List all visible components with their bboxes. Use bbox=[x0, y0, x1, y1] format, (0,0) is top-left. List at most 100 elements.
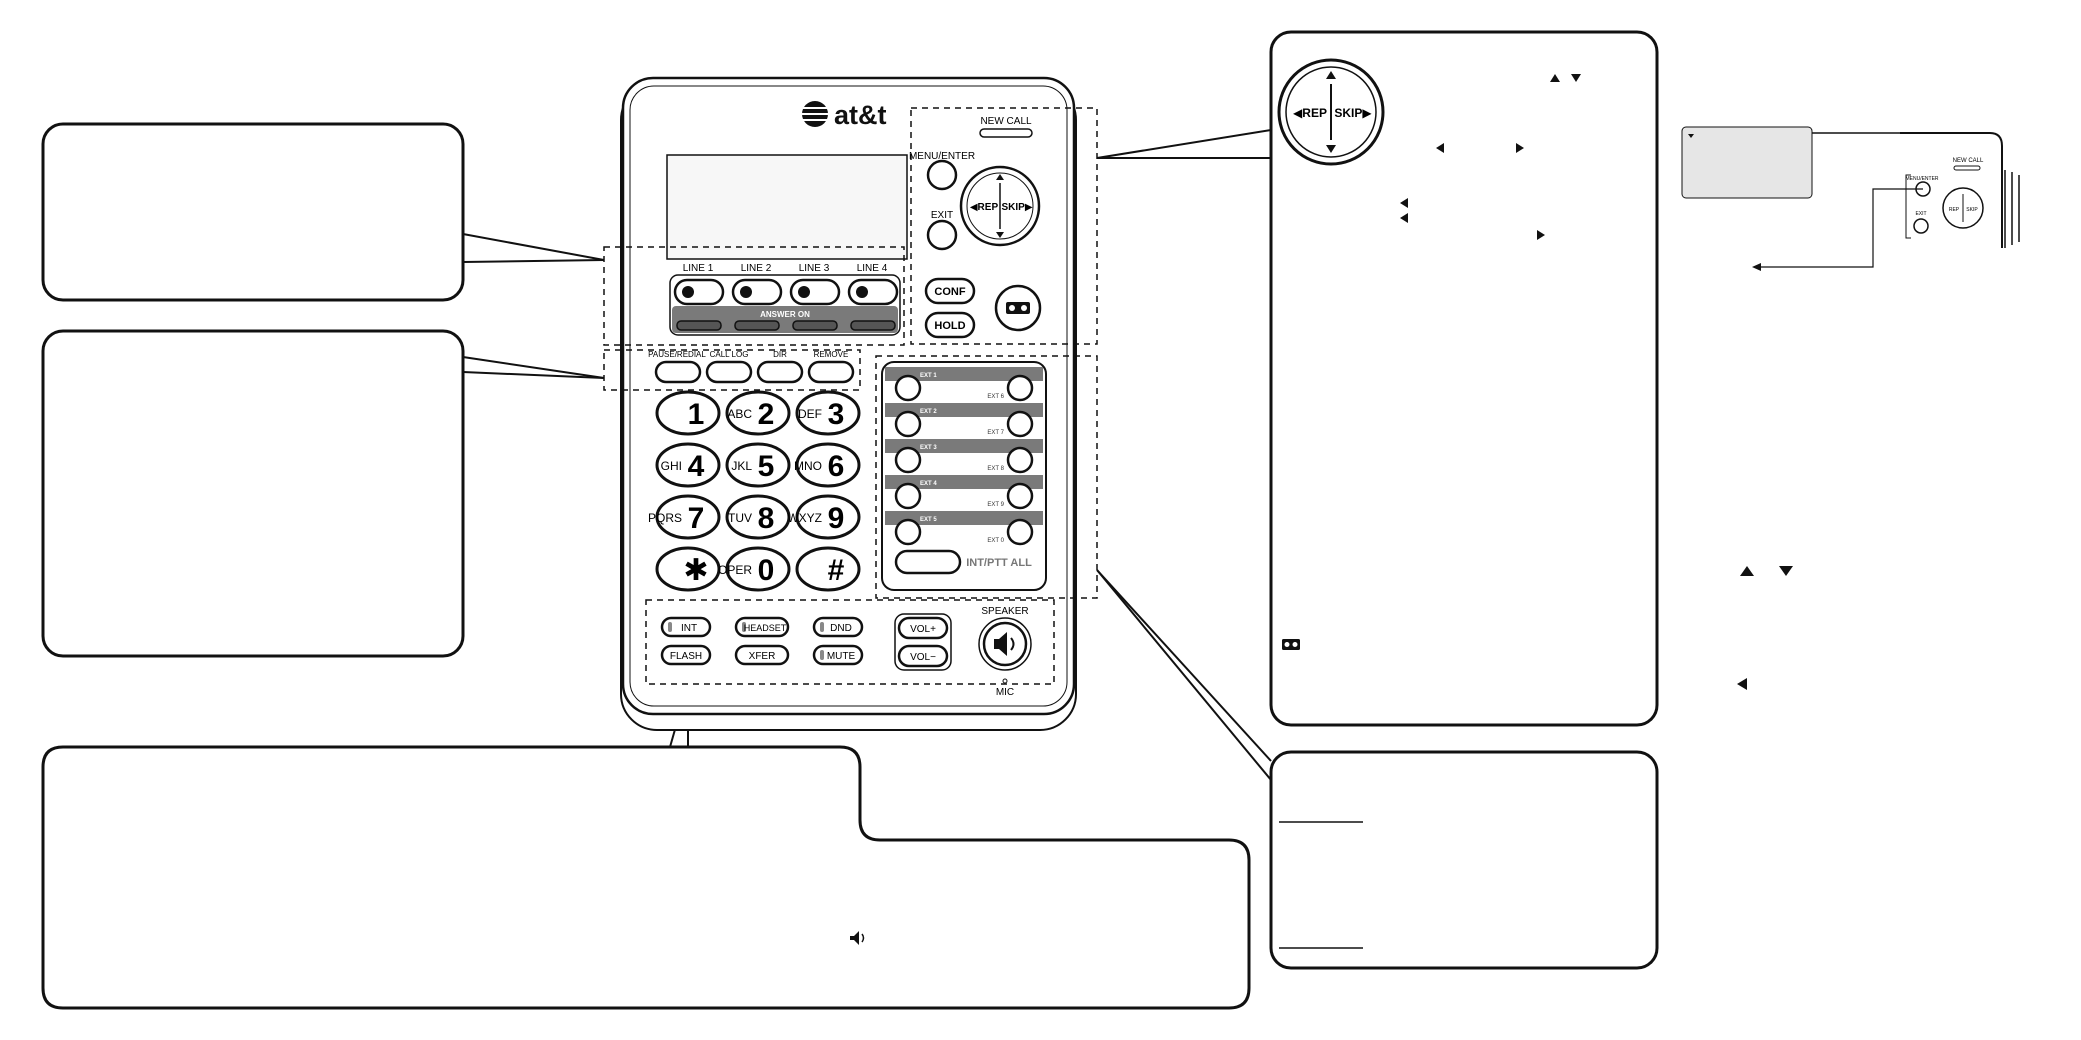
headset-label: HEADSET bbox=[744, 623, 787, 633]
inset-nav-pad: REP SKIP bbox=[1942, 187, 1984, 229]
call-log-button[interactable] bbox=[705, 360, 753, 384]
key-8-letters: TUV bbox=[728, 511, 752, 525]
key-5-digit: 5 bbox=[758, 450, 775, 483]
display-screen bbox=[666, 154, 908, 260]
xfer-label: XFER bbox=[749, 651, 776, 662]
ext-8-button[interactable] bbox=[1006, 446, 1034, 474]
answer-on-2-button[interactable] bbox=[734, 320, 780, 331]
flash-button[interactable]: FLASH bbox=[660, 644, 712, 666]
mic-hole bbox=[1002, 678, 1008, 684]
ext-left-labels: EXT 1 EXT 2 EXT 3 EXT 4 EXT 5 bbox=[920, 373, 937, 523]
dnd-button[interactable]: DND bbox=[812, 616, 864, 638]
hold-button[interactable] bbox=[924, 311, 976, 339]
inset-new-call-label: NEW CALL bbox=[1953, 158, 1984, 164]
pause-redial-label: PAUSE/REDIAL bbox=[648, 350, 706, 359]
inset-bracket bbox=[1905, 174, 1911, 239]
bottom-function-buttons: INT HEADSET DND FLASH XFER MUTE VOL+ bbox=[660, 606, 1032, 698]
key-0-digit: 0 bbox=[758, 554, 775, 587]
inline-down-arrow-icon bbox=[1571, 74, 1581, 82]
ext-0-button[interactable] bbox=[1006, 518, 1034, 546]
ext-5-label: EXT 5 bbox=[920, 517, 937, 523]
key-pound-digit: # bbox=[828, 554, 845, 587]
key-8[interactable]: TUV 8 bbox=[725, 494, 791, 540]
line-3-button[interactable] bbox=[789, 278, 841, 306]
down-arrow-icon bbox=[1779, 566, 1793, 576]
int-ptt-all-button[interactable] bbox=[894, 549, 962, 575]
ext-3-button[interactable] bbox=[894, 446, 922, 474]
logo-text: at&t bbox=[834, 100, 887, 130]
remove-button[interactable] bbox=[807, 360, 855, 384]
answer-on-buttons[interactable] bbox=[676, 320, 896, 331]
headset-button[interactable]: HEADSET bbox=[734, 616, 790, 638]
ext-buttons bbox=[894, 374, 1034, 546]
answer-on-3-button[interactable] bbox=[792, 320, 838, 331]
dir-button[interactable] bbox=[756, 360, 804, 384]
xfer-button[interactable]: XFER bbox=[734, 644, 790, 666]
key-pound[interactable]: # bbox=[795, 546, 861, 592]
key-6-digit: 6 bbox=[828, 450, 845, 483]
line-4-label: LINE 4 bbox=[857, 263, 888, 274]
key-3[interactable]: DEF 3 bbox=[795, 390, 861, 436]
globe-icon bbox=[802, 101, 828, 127]
key-8-digit: 8 bbox=[758, 502, 775, 535]
exit-button[interactable] bbox=[926, 219, 958, 251]
vol-up-button[interactable]: VOL+ bbox=[897, 616, 949, 640]
key-6[interactable]: MNO 6 bbox=[794, 442, 861, 488]
voicemail-button[interactable] bbox=[994, 284, 1042, 332]
mute-button[interactable]: MUTE bbox=[812, 644, 864, 666]
callout-box-bottom-buttons bbox=[41, 745, 1251, 1010]
key-3-letters: DEF bbox=[798, 407, 822, 421]
ext-2-button[interactable] bbox=[894, 410, 922, 438]
mic-label: MIC bbox=[996, 687, 1014, 698]
key-2-letters: ABC bbox=[727, 407, 752, 421]
key-7[interactable]: PQRS 7 bbox=[648, 494, 721, 540]
line-4-button[interactable] bbox=[847, 278, 899, 306]
key-5[interactable]: JKL 5 bbox=[725, 442, 791, 488]
key-star[interactable]: ✱ bbox=[655, 546, 721, 592]
line-keys: LINE 1 LINE 2 LINE 3 LINE 4 ANSWER ON bbox=[669, 263, 901, 336]
key-1-digit: 1 bbox=[688, 398, 705, 431]
inline-up-arrow-icon bbox=[1550, 74, 1560, 82]
ext-4-button[interactable] bbox=[894, 482, 922, 510]
dir-label: DIR bbox=[773, 350, 787, 359]
ext-6-button[interactable] bbox=[1006, 374, 1034, 402]
line-1-label: LINE 1 bbox=[683, 263, 714, 274]
ext-1-button[interactable] bbox=[894, 374, 922, 402]
down-arrow-icon[interactable] bbox=[996, 232, 1004, 238]
int-button[interactable]: INT bbox=[660, 616, 712, 638]
key-2[interactable]: ABC 2 bbox=[725, 390, 791, 436]
menu-enter-button[interactable] bbox=[926, 159, 958, 191]
answer-on-1-button[interactable] bbox=[676, 320, 722, 331]
navigation-pad[interactable]: ◀REP SKIP▶ bbox=[959, 165, 1041, 247]
key-0[interactable]: OPER 0 bbox=[718, 546, 791, 592]
highlight-softkeys bbox=[603, 349, 861, 391]
highlight-bottom-buttons bbox=[645, 599, 1055, 685]
mute-led bbox=[820, 650, 824, 660]
line-1-button[interactable] bbox=[673, 278, 725, 306]
pause-redial-button[interactable] bbox=[654, 360, 702, 384]
inline-right-arrow-icon bbox=[1537, 230, 1545, 240]
conf-button[interactable] bbox=[924, 277, 976, 305]
answer-on-4-button[interactable] bbox=[850, 320, 896, 331]
conf-label: CONF bbox=[934, 286, 965, 298]
intercom-bands bbox=[885, 367, 1043, 525]
new-call-indicator bbox=[979, 128, 1033, 138]
key-4[interactable]: GHI 4 bbox=[655, 442, 721, 488]
line-3-label: LINE 3 bbox=[799, 263, 830, 274]
speaker-button[interactable] bbox=[978, 617, 1032, 671]
up-arrow-icon bbox=[1740, 566, 1754, 576]
intercom-panel: EXT 1 EXT 2 EXT 3 EXT 4 EXT 5 EXT 6 EXT … bbox=[881, 361, 1047, 591]
ext-7-button[interactable] bbox=[1006, 410, 1034, 438]
headset-led bbox=[742, 622, 746, 632]
line-2-button[interactable] bbox=[731, 278, 783, 306]
callout-intercom-content bbox=[1279, 821, 1363, 949]
vol-down-button[interactable]: VOL− bbox=[897, 644, 949, 668]
ext-9-button[interactable] bbox=[1006, 482, 1034, 510]
key-9[interactable]: WXYZ 9 bbox=[787, 494, 861, 540]
inset-new-call-indicator bbox=[1953, 165, 1981, 171]
ext-5-button[interactable] bbox=[894, 518, 922, 546]
key-1[interactable]: 1 bbox=[655, 390, 721, 436]
new-call-label: NEW CALL bbox=[980, 116, 1032, 127]
up-arrow-icon[interactable] bbox=[996, 174, 1004, 180]
